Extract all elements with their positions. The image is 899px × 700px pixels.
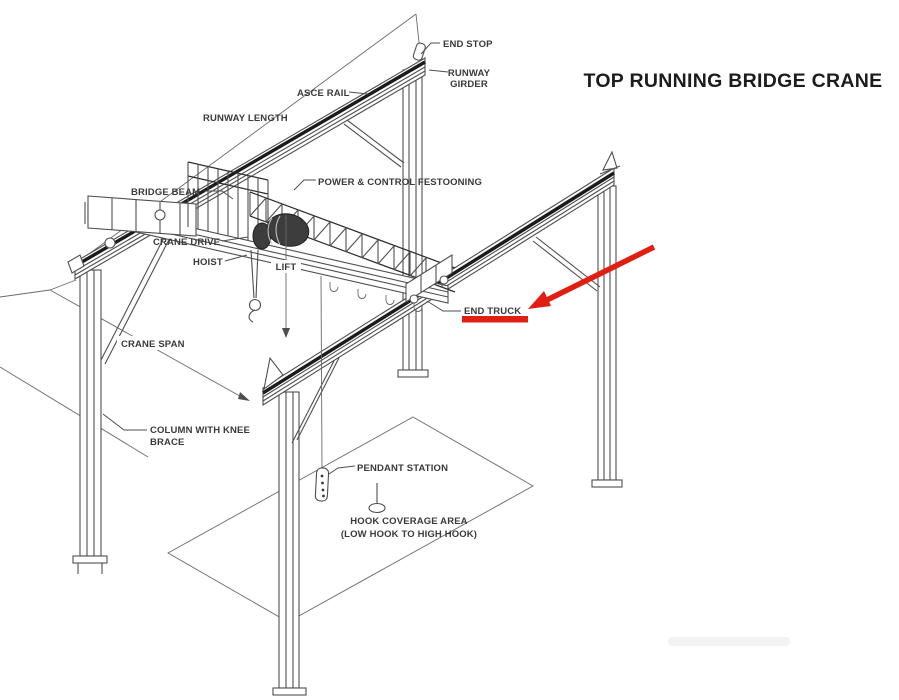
end-truck-left (87, 195, 197, 249)
end-truck-highlight (462, 244, 656, 323)
festoon-loop (329, 282, 339, 292)
festoon-loop (413, 302, 423, 312)
diagram-title: TOP RUNNING BRIDGE CRANE (583, 70, 882, 92)
label-asce-rail: ASCE RAIL (297, 88, 350, 99)
trolley-frame (187, 161, 269, 245)
label-runway-girder-2: GIRDER (450, 79, 488, 90)
column-right-rear (397, 69, 429, 378)
end-stop-block (412, 42, 426, 61)
label-crane-span: CRANE SPAN (121, 339, 185, 350)
end-stop-far (602, 150, 618, 171)
label-lift: LIFT (276, 262, 297, 273)
red-underline (462, 316, 528, 323)
column-front (272, 391, 307, 696)
pendant-station (314, 275, 330, 502)
callout-leaders (102, 42, 461, 475)
hook-marker-icon (368, 483, 386, 514)
label-pendant-station: PENDANT STATION (357, 463, 448, 474)
knee-brace-right-rear (343, 119, 405, 168)
label-end-truck: END TRUCK (464, 306, 521, 317)
label-crane-drive: CRANE DRIVE (153, 237, 220, 248)
column-far-right (591, 185, 623, 488)
lift-dimension (282, 215, 290, 338)
label-hoist: HOIST (193, 257, 223, 268)
end-stop-near (263, 356, 284, 391)
label-runway-girder-1: RUNWAY (448, 68, 491, 79)
label-column-knee-2: BRACE (150, 437, 185, 448)
column-left-rear (72, 269, 108, 574)
red-arrow-shaft (545, 244, 656, 303)
label-column-knee-1: COLUMN WITH KNEE (150, 425, 250, 436)
festoon-loop (357, 289, 367, 299)
knee-brace-far-right (532, 236, 601, 292)
floor-edge-line (0, 366, 149, 458)
label-festooning: POWER & CONTROL FESTOONING (318, 177, 482, 188)
truck-wheel (439, 275, 449, 285)
hoist-drum (252, 213, 310, 250)
truck-wheel (409, 294, 419, 304)
label-hook-coverage-2: (LOW HOOK TO HIGH HOOK) (341, 529, 477, 540)
festoon-loop (385, 295, 395, 305)
truck-wheel (104, 237, 116, 249)
knee-brace-left-rear (100, 221, 177, 365)
watermark-smudge (668, 637, 790, 646)
red-arrow-head-icon (528, 291, 551, 309)
knee-brace-front (291, 349, 344, 444)
end-truck-right (405, 254, 453, 304)
label-hook-coverage-1: HOOK COVERAGE AREA (350, 516, 467, 527)
crane-span-label-bg (117, 336, 191, 350)
label-runway-length: RUNWAY LENGTH (203, 113, 288, 124)
label-end-stop: END STOP (443, 39, 493, 50)
hook-block (248, 249, 262, 323)
lift-label-bg (271, 260, 301, 273)
girder-end-cap (67, 254, 85, 274)
truck-wheel (154, 209, 166, 221)
label-bridge-beam: BRIDGE BEAM (131, 187, 200, 198)
